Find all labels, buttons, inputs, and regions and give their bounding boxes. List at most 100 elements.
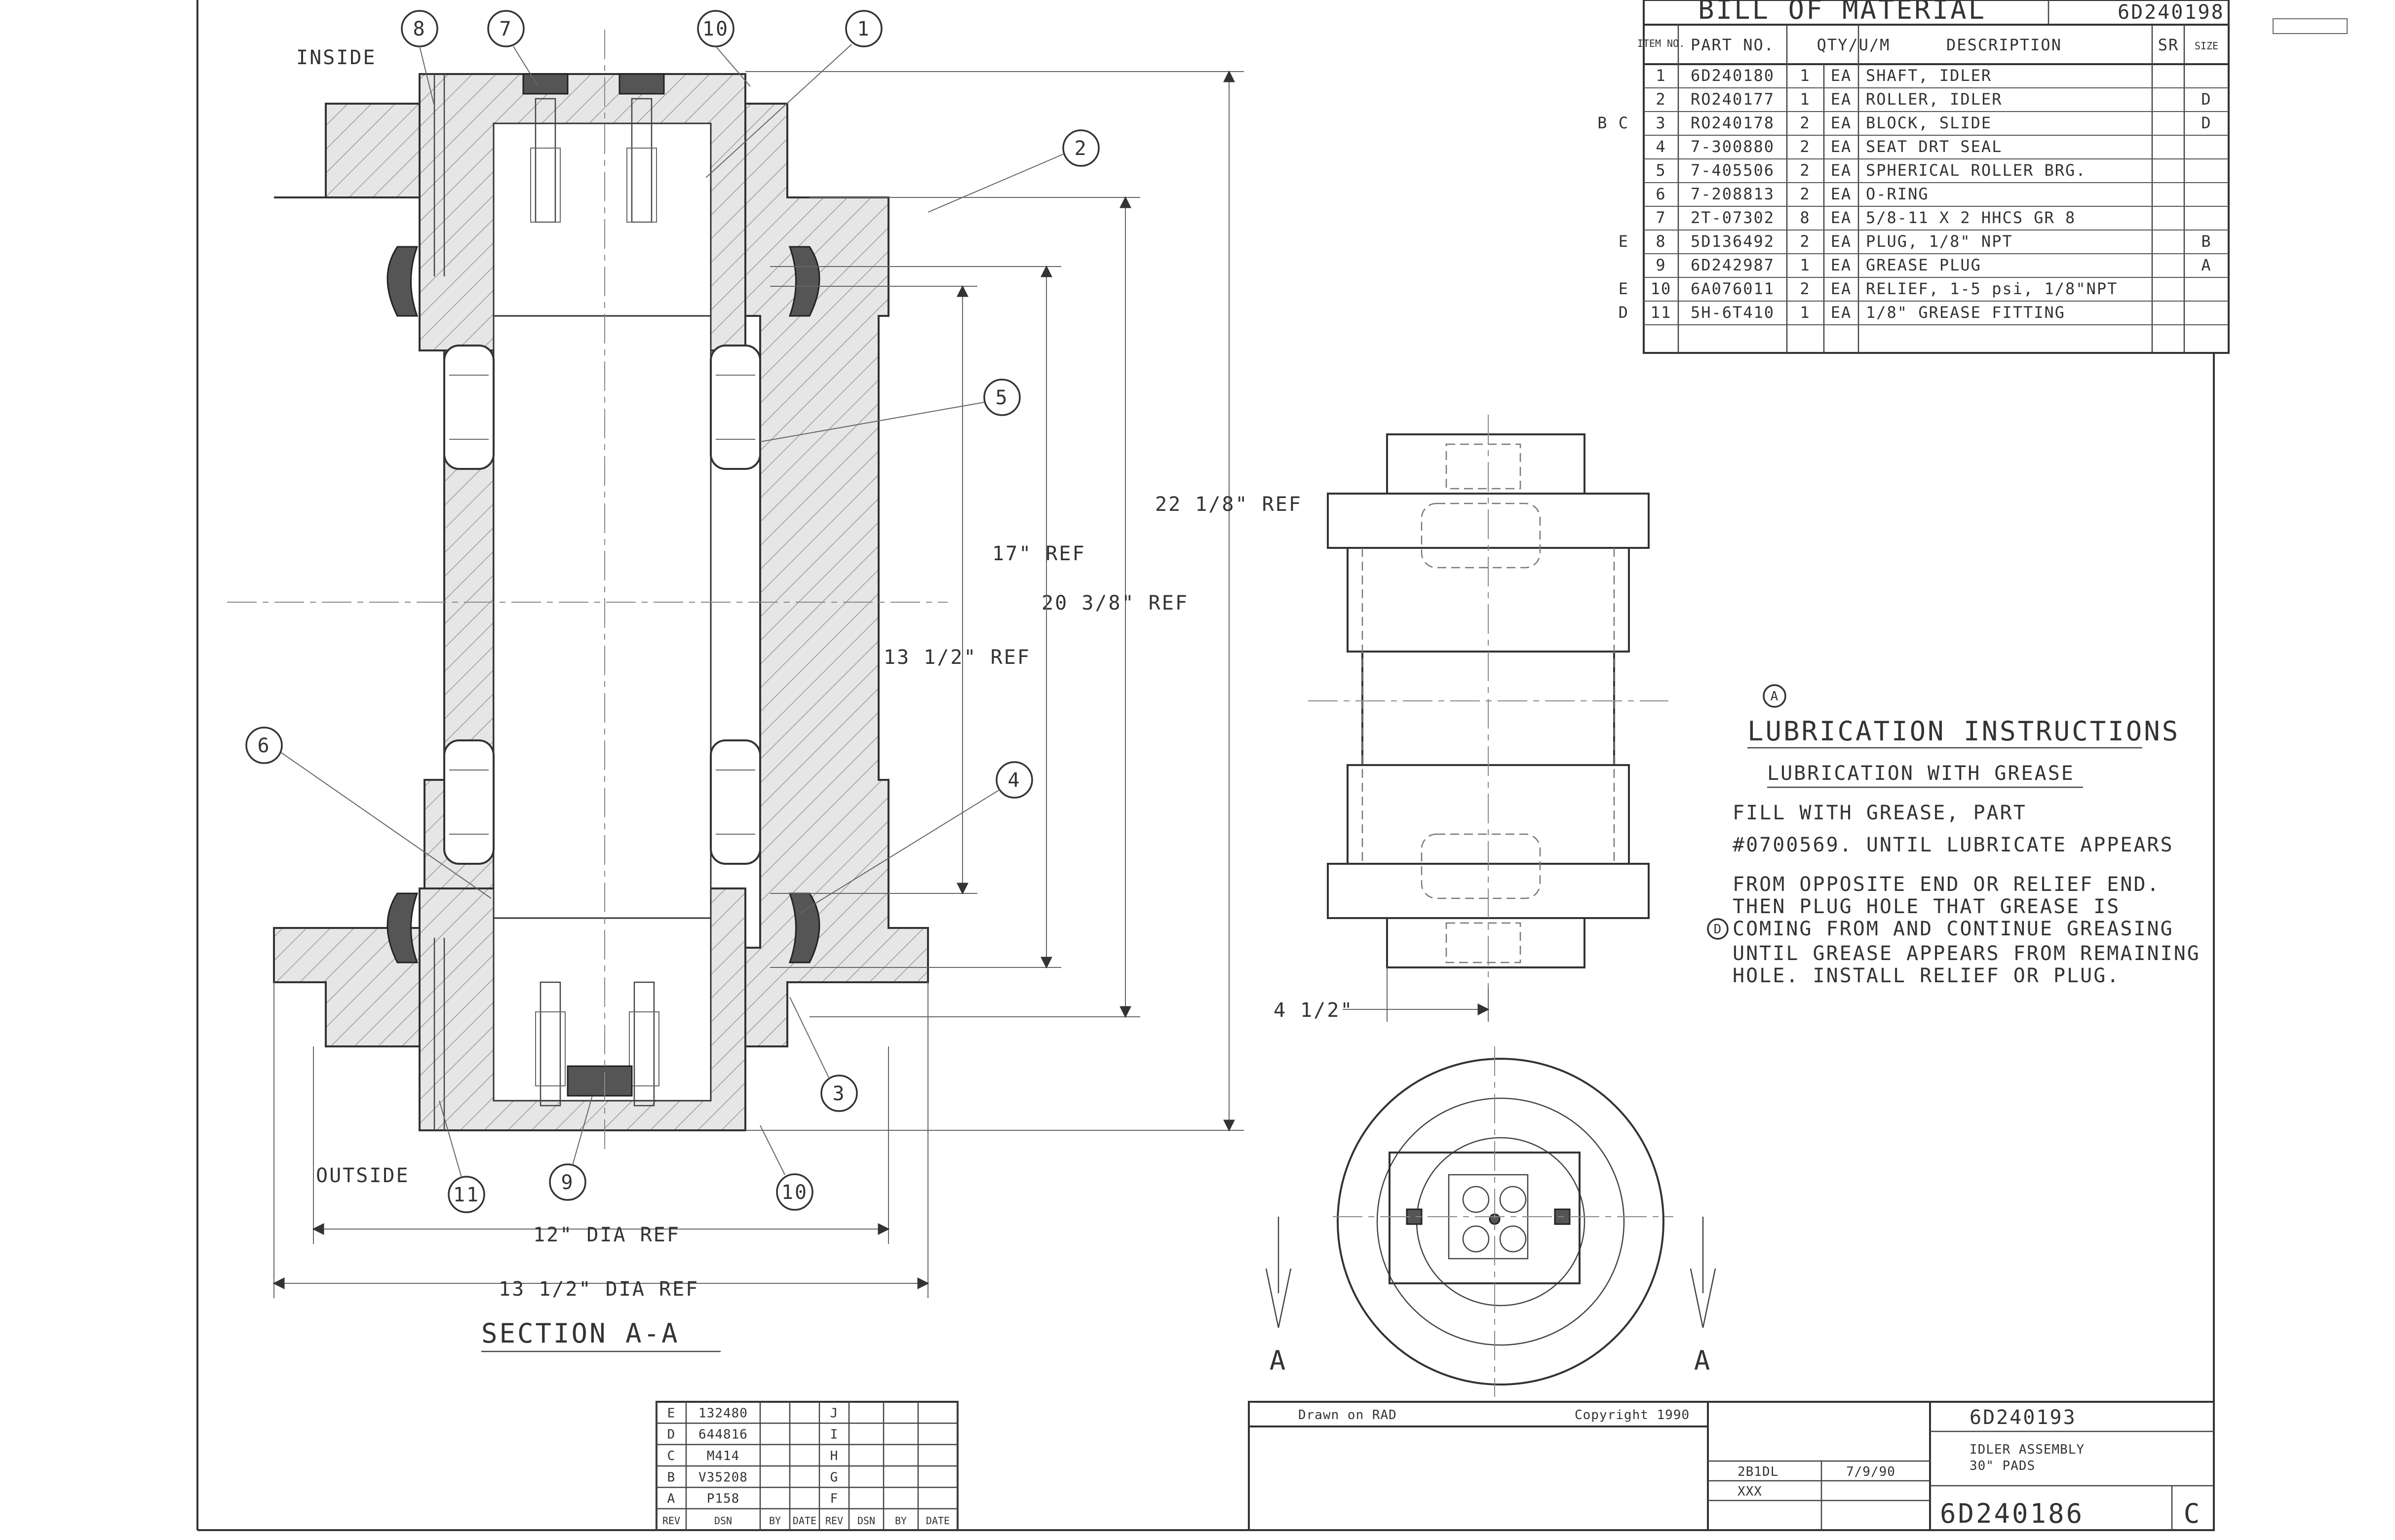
revision-header: REV [825,1515,843,1527]
bom-cell: EA [1831,256,1852,274]
bom-cell: 7-208813 [1691,185,1775,203]
bom-cell: 2 [1800,161,1810,180]
bearing-top [443,345,761,470]
revision-cell: M414 [707,1449,740,1463]
bom-cell: EA [1831,208,1852,227]
bom-cell: 6D242987 [1691,256,1775,274]
revision-header: BY [895,1515,907,1527]
lub-line-5: COMING FROM AND CONTINUE GREASING [1733,918,2174,940]
bom-cell: 5 [1656,161,1666,180]
seals [386,246,820,963]
copyright: Copyright 1990 [1575,1408,1690,1423]
top-number: 6D240193 [1970,1406,2077,1429]
title-block: Drawn on RAD Copyright 1990 2B1DL 7/9/90… [1248,1401,2215,1531]
idler-shaft [493,315,712,919]
revision-cell: B [667,1470,676,1485]
bolts-bottom [535,981,659,1107]
svg-text:2: 2 [1074,137,1087,160]
svg-text:6: 6 [257,734,270,757]
title-line-2: 30" PADS [1970,1459,2035,1473]
drawn-date: 7/9/90 [1846,1464,1895,1479]
bearing-bottom [443,739,761,865]
svg-text:3: 3 [832,1082,846,1105]
outside-label: OUTSIDE [316,1164,410,1187]
bom-cell: 11 [1651,303,1672,322]
bom-rev-mark: E [1619,279,1629,298]
bom-cell: D [2201,114,2211,132]
balloon-2: 2 [927,129,1100,213]
bom-cell: 2 [1800,185,1810,203]
bom-cell: 6A076011 [1691,279,1775,298]
bom-cell: RO240177 [1691,90,1775,109]
bom-cell: 8 [1800,208,1810,227]
revision-cell: C [667,1449,676,1463]
bom-cell: EA [1831,303,1852,322]
svg-text:10: 10 [781,1181,808,1204]
bom-cell: 1 [1800,256,1810,274]
bom-cell: 5/8-11 X 2 HHCS GR 8 [1866,208,2076,227]
bom-cell: EA [1831,66,1852,85]
revision-header: DATE [793,1515,816,1527]
bom-cell: EA [1831,137,1852,156]
bom-cell: 7-405506 [1691,161,1775,180]
bom-cell: 4 [1656,137,1666,156]
bom-cell: SEAT DRT SEAL [1866,137,2002,156]
bom-number: 6D240198 [2118,1,2225,24]
bom-columns [1677,25,2185,353]
svg-text:5: 5 [995,386,1008,409]
end-view: A A [1265,1046,1716,1397]
drawn-by: 2B1DL [1738,1464,1778,1479]
bom-title: BILL OF MATERIAL [1698,0,1986,25]
revision-header: DSN [714,1515,732,1527]
bom-cell: 1 [1656,66,1666,85]
bom-cell: ROLLER, IDLER [1866,90,2002,109]
bom-cell: 6 [1656,185,1666,203]
revision-cell: A [667,1492,676,1506]
balloon-3: 3 [789,997,858,1112]
lub-line-2: #0700569. UNTIL LUBRICATE APPEARS [1733,834,2174,856]
balloon-10-top: 10 [697,10,751,87]
lub-line-1: FILL WITH GREASE, PART [1733,802,2027,824]
bom-cell: EA [1831,114,1852,132]
bom-cell: BLOCK, SLIDE [1866,114,1992,132]
lub-line-6: UNTIL GREASE APPEARS FROM REMAINING [1733,942,2201,965]
svg-text:A: A [1771,689,1779,704]
bom-cell: 1/8" GREASE FITTING [1866,303,2065,322]
bom-cell: 5D136492 [1691,232,1775,251]
svg-text:1: 1 [857,18,870,40]
bill-of-material: BILL OF MATERIAL 6D240198 ITEM NO. PART … [1597,0,2230,354]
bom-rev-mark: B C [1597,114,1629,132]
lubrication-title: LUBRICATION INSTRUCTIONS [1747,716,2180,747]
bom-cell: 2 [1800,232,1810,251]
section-a-a-view: INSIDE OUTSIDE SECTION A-A [227,30,948,1352]
lub-line-4: THEN PLUG HOLE THAT GREASE IS [1733,895,2120,918]
bom-cell: 9 [1656,256,1666,274]
revision-cell: V35208 [698,1470,748,1485]
item-balloons: 8 7 10 1 2 5 6 4 3 11 9 10 [245,10,1100,1213]
bolts-top [522,73,665,223]
svg-text:9: 9 [561,1171,574,1194]
revision-cell: 644816 [698,1427,748,1442]
bom-cell: EA [1831,185,1852,203]
bom-cell: 2 [1800,279,1810,298]
lubrication-subtitle: LUBRICATION WITH GREASE [1767,762,2075,785]
bom-header-row: ITEM NO. PART NO. QTY/U/M DESCRIPTION SR… [1637,36,2229,65]
bom-cell: EA [1831,161,1852,180]
svg-text:8: 8 [413,18,426,40]
bom-cell: A [2201,256,2211,274]
bom-cell: 1 [1800,303,1810,322]
bom-cell: EA [1831,232,1852,251]
svg-text:4: 4 [1007,769,1021,792]
balloon-9: 9 [549,1095,593,1201]
svg-text:ITEM NO.: ITEM NO. [1637,38,1685,49]
